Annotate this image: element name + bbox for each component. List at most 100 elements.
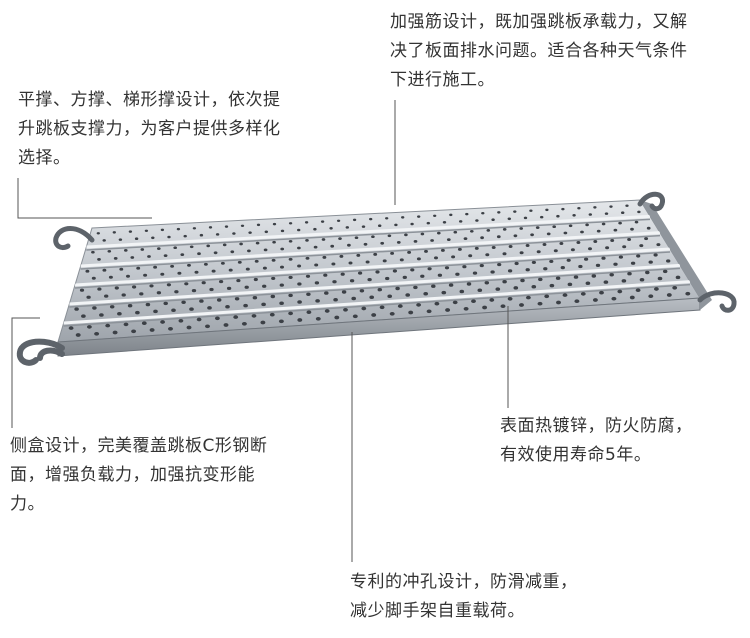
perforation-hole [490,270,495,274]
perforation-hole [203,262,208,266]
perforation-hole [513,234,518,238]
perforation-hole [646,226,651,230]
perforation-hole [629,295,635,300]
perforation-hole [617,289,623,294]
perforation-hole [377,224,382,227]
perforation-hole [306,292,311,296]
perforation-hole [445,308,451,312]
perforation-hole [426,221,431,225]
perforation-hole [99,313,104,317]
perforation-hole [389,311,395,316]
perforation-hole [536,250,541,254]
perforation-hole [520,278,525,283]
perforation-hole [352,218,357,222]
perforation-hole [618,221,622,225]
perforation-hole [143,273,148,277]
perforation-hole [675,275,681,280]
perforation-hole [466,282,472,286]
annotation-line: 专利的冲孔设计，防滑减重， [350,572,578,592]
annotation-support-design: 平撑、方撑、梯形撑设计，依次提 升跳板支撑力，为客户提供多样化 选择。 [18,86,281,173]
perforation-hole [420,232,425,236]
perforation-hole [613,228,618,232]
perforation-hole [549,283,555,288]
perforation-hole [314,281,320,285]
perforation-hole [107,249,112,253]
perforation-hole [213,251,218,255]
perforation-hole [427,267,432,271]
perforation-hole [160,272,165,276]
perforation-hole [262,266,267,270]
perforation-hole [609,273,614,277]
leader-lines [11,100,509,562]
perforation-hole [609,205,613,208]
perforation-hole [472,271,478,275]
perforation-hole [451,255,456,259]
perforation-hole [401,216,405,219]
perforation-hole [601,222,606,226]
perforation-hole [491,246,496,249]
perforation-hole [380,241,385,245]
perforation-hole [128,230,133,233]
perforation-hole [538,277,543,282]
perforation-hole [585,223,589,227]
perforation-hole [531,260,537,264]
perforation-hole [189,245,194,249]
perforation-hole [618,255,624,259]
perforation-hole [448,283,454,287]
perforation-hole [322,255,327,259]
perforation-hole [387,294,393,298]
perforation-hole [613,262,618,266]
perforation-hole [252,296,258,300]
perforation-hole [97,258,101,261]
perforation-hole [245,267,250,271]
perforation-hole [288,293,293,298]
perforation-hole [531,285,537,289]
perforation-hole [280,229,285,233]
perforation-hole [243,303,248,308]
perforation-hole [263,248,268,252]
perforation-hole [323,273,328,277]
perforation-hole [197,252,201,256]
perforation-hole [141,321,147,326]
perforation-hole [211,269,216,273]
perforation-hole [621,279,627,283]
perforation-hole [588,213,593,216]
perforation-hole [297,246,301,250]
perforation-hole [236,279,241,283]
perforation-hole [603,280,609,284]
plank-end-cap [640,200,712,310]
perforation-hole [470,229,474,233]
perforation-hole [330,244,335,248]
perforation-hole [288,239,293,243]
perforation-hole [434,256,438,260]
plank-rib-shadow [63,283,691,327]
perforation-hole [577,206,581,210]
perforation-hole [304,221,309,224]
perforation-hole [253,277,258,282]
perforation-hole [332,280,337,284]
perforation-hole [134,237,139,240]
perforation-hole [264,230,269,234]
perforation-hole [247,249,251,253]
perforation-hole [566,258,571,262]
perforation-hole [338,237,342,240]
perforation-hole [556,214,560,218]
plank-rib [69,263,681,306]
annotation-line: 表面热镀锌，防火防腐， [500,416,693,436]
perforation-hole [537,301,543,306]
perforation-hole [288,275,293,279]
perforation-hole [280,265,284,269]
perforation-hole [139,292,144,296]
perforation-hole [324,291,329,295]
perforation-hole [580,230,584,234]
perforation-hole [497,211,501,214]
perforation-hole [491,218,495,221]
perforation-hole [333,297,338,302]
perforation-hole [572,214,576,217]
plank-rib [74,247,671,287]
perforation-hole [354,236,359,240]
perforation-hole [315,316,321,321]
annotation-line: 平撑、方撑、梯形撑设计，依次提 [18,90,281,110]
perforation-hole [223,323,229,327]
perforation-hole [220,261,225,265]
